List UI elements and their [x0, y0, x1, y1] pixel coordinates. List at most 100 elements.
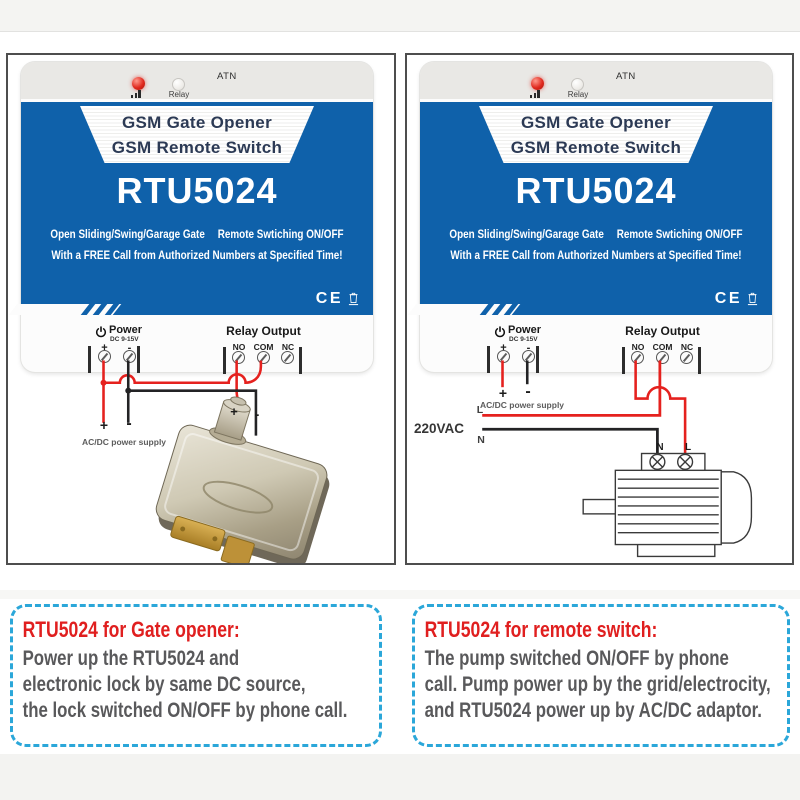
- signal-led: [531, 77, 544, 90]
- power-icon: [495, 326, 505, 338]
- wire-no-to-lock-red: [235, 360, 243, 438]
- power-minus-screw: [522, 350, 535, 363]
- model-name: RTU5024: [515, 170, 677, 211]
- device-top-strip: Relay ATN: [420, 62, 772, 99]
- relay-nc-screw: [281, 351, 294, 364]
- supply-plus-label: +: [99, 417, 109, 433]
- weee-bin-icon: [747, 292, 758, 306]
- background-top-band: [0, 0, 800, 32]
- tagline-bottom: With a FREE Call from Authorized Numbers…: [51, 250, 343, 262]
- relay-nc-label: NC: [680, 342, 694, 352]
- relay-led: [172, 78, 185, 91]
- note-line: call. Pump power up by the grid/electroc…: [424, 673, 771, 696]
- tagline-right: Remote Swtiching ON/OFF: [217, 229, 344, 241]
- note-line: the lock switched ON/OFF by phone call.: [22, 699, 348, 722]
- tagline-bottom: With a FREE Call from Authorized Numbers…: [450, 250, 742, 262]
- pump-terminal-l-screw: [676, 453, 694, 471]
- relay-no-screw: [232, 351, 245, 364]
- latch-screw: [212, 536, 218, 542]
- model-name: RTU5024: [116, 170, 278, 211]
- power-minus-screw: [123, 350, 136, 363]
- motor-end-cap: [720, 471, 753, 544]
- terminal-bracket: [622, 347, 625, 374]
- atn-label: ATN: [217, 71, 237, 82]
- relay-com-screw: [257, 351, 270, 364]
- motor-body: [614, 469, 722, 546]
- background-bottom-band: [0, 754, 800, 800]
- note-title: RTU5024 for remote switch:: [424, 617, 658, 642]
- relay-led-label: Relay: [567, 90, 589, 99]
- header-line2: GSM Remote Switch: [510, 138, 682, 157]
- terminal-x: [651, 456, 663, 468]
- junction-dot-red: [100, 379, 107, 386]
- rtu5024-device: Relay ATN GSM Gate Opener GSM Remote Swi…: [8, 62, 373, 374]
- terminal-bracket: [698, 347, 701, 374]
- ce-label: CE: [714, 290, 742, 307]
- power-minus-label: -: [127, 342, 132, 354]
- line-label: L: [476, 404, 484, 416]
- relay-com-screw: [656, 351, 669, 364]
- supply-label: AC/DC power supply: [81, 437, 167, 447]
- wire-no-to-pump-red: [634, 360, 687, 454]
- power-plus-screw: [497, 350, 510, 363]
- header-badge: GSM Gate Opener GSM Remote Switch: [80, 106, 314, 163]
- pump-n-label: N: [656, 442, 664, 453]
- relay-nc-label: NC: [281, 342, 295, 352]
- signal-strength-icon: [131, 90, 141, 98]
- background-mid-band: [0, 590, 800, 599]
- relay-output-label: Relay Output: [625, 324, 700, 338]
- motor-shaft: [582, 498, 617, 515]
- lock-cylinder-base: [209, 427, 247, 445]
- motor-fins: [617, 478, 719, 534]
- pump-terminal-block: [640, 452, 706, 472]
- device-front-label: GSM Gate Opener GSM Remote Switch RTU502…: [407, 102, 772, 315]
- power-minus-label: -: [526, 342, 531, 354]
- terminal-bracket: [536, 346, 539, 373]
- signal-strength-icon: [530, 90, 540, 98]
- supply-label: AC/DC power supply: [479, 400, 565, 410]
- pump-motor-image: [582, 452, 753, 558]
- lock-minus-label: -: [254, 406, 260, 422]
- relay-com-label: COM: [652, 342, 673, 352]
- device-top-strip: Relay ATN: [21, 62, 373, 99]
- tagline-right: Remote Swtiching ON/OFF: [616, 229, 743, 241]
- relay-output-label: Relay Output: [226, 324, 301, 338]
- relay-nc-screw: [680, 351, 693, 364]
- note-content: RTU5024 for Gate opener: Power up the RT…: [13, 607, 379, 724]
- lock-plus-label: +: [230, 404, 238, 419]
- lock-brass-latch: [170, 515, 226, 552]
- power-terminal-label: Power: [109, 324, 143, 336]
- atn-label: ATN: [616, 71, 636, 82]
- tagline-left: Open Sliding/Swing/Garage Gate: [449, 229, 604, 241]
- ce-mark: CE: [715, 290, 758, 308]
- lock-bevel: [164, 433, 320, 552]
- supply-minus-label: -: [525, 383, 531, 400]
- terminal-bracket: [137, 346, 140, 373]
- ce-mark: CE: [316, 290, 359, 308]
- header-badge: GSM Gate Opener GSM Remote Switch: [479, 106, 713, 163]
- lock-side-shadow: [158, 434, 330, 563]
- signal-led: [132, 77, 145, 90]
- pump-l-label: L: [684, 442, 692, 453]
- relay-led: [571, 78, 584, 91]
- note-line: electronic lock by same DC source,: [22, 673, 306, 696]
- power-plus-label: +: [500, 342, 507, 354]
- supply-plus-label: +: [498, 385, 508, 401]
- note-line: Power up the RTU5024 and: [22, 647, 240, 670]
- power-voltage-label: DC 9-15V: [110, 336, 139, 343]
- tagline-left: Open Sliding/Swing/Garage Gate: [50, 229, 205, 241]
- note-content: RTU5024 for remote switch: The pump swit…: [415, 607, 787, 724]
- terminal-bracket: [88, 346, 91, 373]
- rtu5024-device: Relay ATN GSM Gate Opener GSM Remote Swi…: [407, 62, 772, 374]
- remote-switch-diagram-panel: Relay ATN GSM Gate Opener GSM Remote Swi…: [405, 53, 794, 565]
- ce-label: CE: [315, 290, 343, 307]
- terminal-bracket: [299, 347, 302, 374]
- power-voltage-label: DC 9-15V: [509, 336, 538, 343]
- gate-opener-note: RTU5024 for Gate opener: Power up the RT…: [10, 604, 382, 747]
- relay-no-label: NO: [631, 342, 645, 352]
- header-line1: GSM Gate Opener: [521, 113, 671, 132]
- note-line: The pump switched ON/OFF by phone: [424, 647, 729, 670]
- power-plus-screw: [98, 350, 111, 363]
- lock-logo-emboss: [202, 480, 274, 514]
- terminal-x: [679, 456, 691, 468]
